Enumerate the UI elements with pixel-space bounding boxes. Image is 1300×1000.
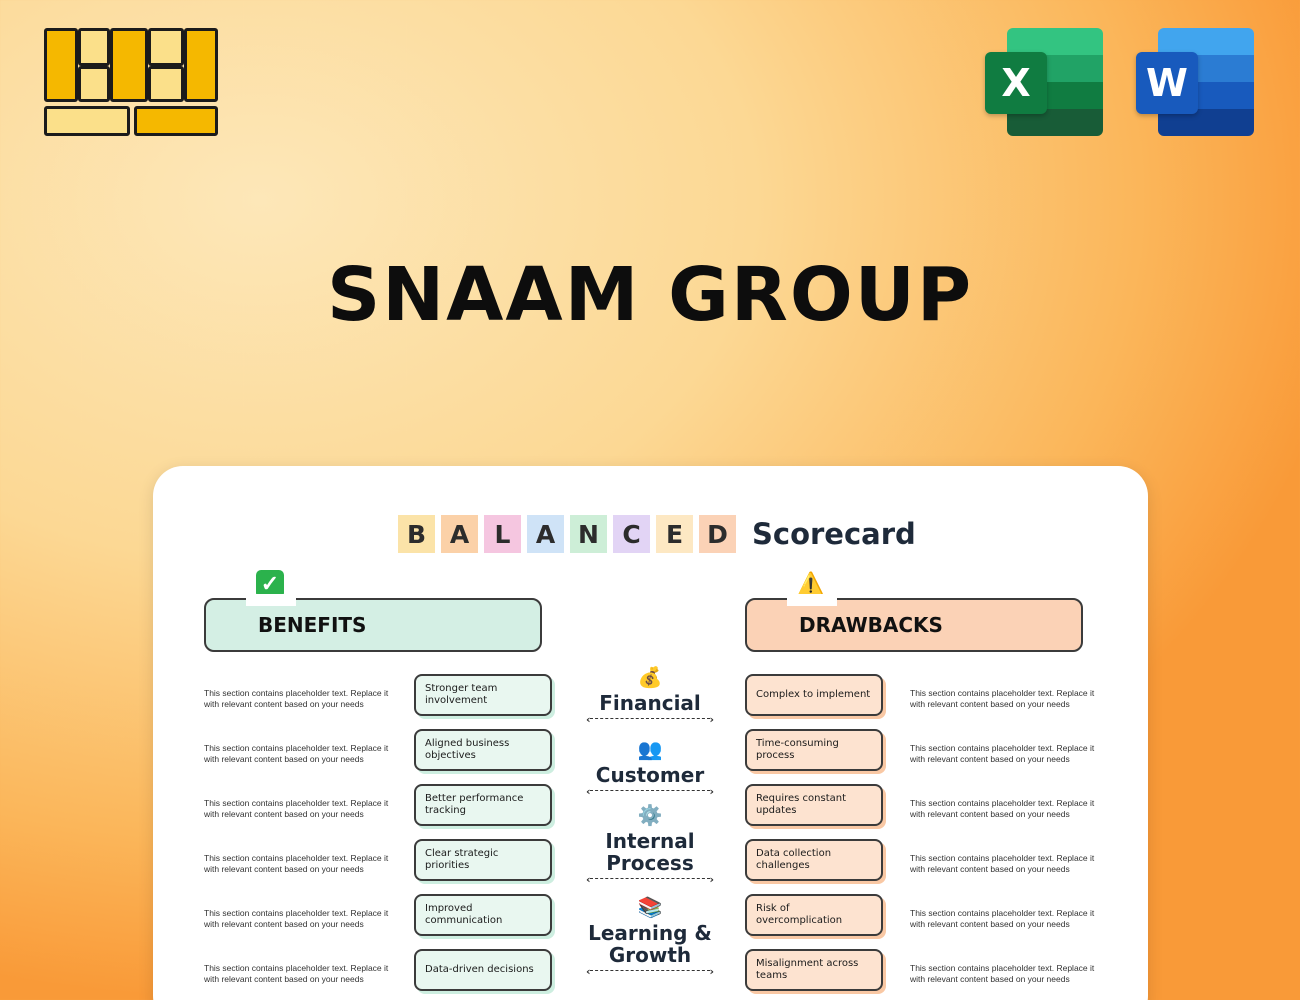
drawback-description: This section contains placeholder text. … xyxy=(910,798,1095,819)
drawback-item: Misalignment across teams xyxy=(745,949,883,991)
drawback-item: Data collection challenges xyxy=(745,839,883,881)
perspective-label: Financial xyxy=(599,691,701,715)
word-icon: W xyxy=(1134,28,1256,138)
dashed-divider xyxy=(586,709,714,731)
word-letter: W xyxy=(1136,52,1198,114)
title-letter-tile: C xyxy=(613,515,650,553)
title-letter-tile: B xyxy=(398,515,435,553)
perspective-label: Customer xyxy=(595,763,705,787)
benefit-description: This section contains placeholder text. … xyxy=(204,908,389,929)
title-letter-tile: L xyxy=(484,515,521,553)
drawback-description: This section contains placeholder text. … xyxy=(910,743,1095,764)
brand-logo xyxy=(44,28,218,138)
people-icon: 👥 xyxy=(637,737,663,761)
drawback-description: This section contains placeholder text. … xyxy=(910,688,1095,709)
benefit-description: This section contains placeholder text. … xyxy=(204,688,389,709)
drawback-description: This section contains placeholder text. … xyxy=(910,908,1095,929)
warning-icon: ⚠️ xyxy=(797,571,825,596)
benefit-item: Stronger team involvement xyxy=(414,674,552,716)
money-bag-icon: 💰 xyxy=(637,665,663,689)
benefit-item: Better performance tracking xyxy=(414,784,552,826)
books-icon: 📚 xyxy=(637,895,663,919)
benefit-description: This section contains placeholder text. … xyxy=(204,743,389,764)
benefits-label: BENEFITS xyxy=(258,613,367,637)
drawback-item: Complex to implement xyxy=(745,674,883,716)
gear-icon: ⚙️ xyxy=(637,803,663,827)
excel-letter: X xyxy=(985,52,1047,114)
benefit-item: Data-driven decisions xyxy=(414,949,552,991)
checkmark-icon: ✓ xyxy=(256,570,284,598)
drawbacks-header: DRAWBACKS xyxy=(745,594,1091,660)
drawbacks-label: DRAWBACKS xyxy=(799,613,943,637)
title-letter-tile: E xyxy=(656,515,693,553)
title-letter-tile: D xyxy=(699,515,736,553)
dashed-divider xyxy=(586,781,714,803)
benefit-description: This section contains placeholder text. … xyxy=(204,798,389,819)
title-letter-tile: A xyxy=(527,515,564,553)
drawback-item: Risk of overcomplication xyxy=(745,894,883,936)
perspective-learning-growth: 📚Learning & Growth xyxy=(585,894,715,983)
benefit-item: Improved communication xyxy=(414,894,552,936)
benefit-item: Aligned business objectives xyxy=(414,729,552,771)
benefit-description: This section contains placeholder text. … xyxy=(204,963,389,984)
excel-icon: X xyxy=(983,28,1105,138)
perspective-financial: 💰Financial xyxy=(585,664,715,731)
perspective-customer: 👥Customer xyxy=(585,736,715,803)
title-letter-tile: N xyxy=(570,515,607,553)
page-title: SNAAM GROUP xyxy=(326,252,974,338)
drawback-item: Requires constant updates xyxy=(745,784,883,826)
scorecard-word: Scorecard xyxy=(752,517,916,551)
dashed-divider xyxy=(586,961,714,983)
drawback-description: This section contains placeholder text. … xyxy=(910,853,1095,874)
perspective-internal-process: ⚙️Internal Process xyxy=(585,802,715,891)
title-letter-tile: A xyxy=(441,515,478,553)
benefit-item: Clear strategic priorities xyxy=(414,839,552,881)
perspective-label: Learning & Growth xyxy=(588,921,712,967)
dashed-divider xyxy=(586,869,714,891)
perspective-label: Internal Process xyxy=(605,829,695,875)
drawback-item: Time-consuming process xyxy=(745,729,883,771)
benefit-description: This section contains placeholder text. … xyxy=(204,853,389,874)
drawback-description: This section contains placeholder text. … xyxy=(910,963,1095,984)
benefits-header: BENEFITS xyxy=(204,594,550,660)
